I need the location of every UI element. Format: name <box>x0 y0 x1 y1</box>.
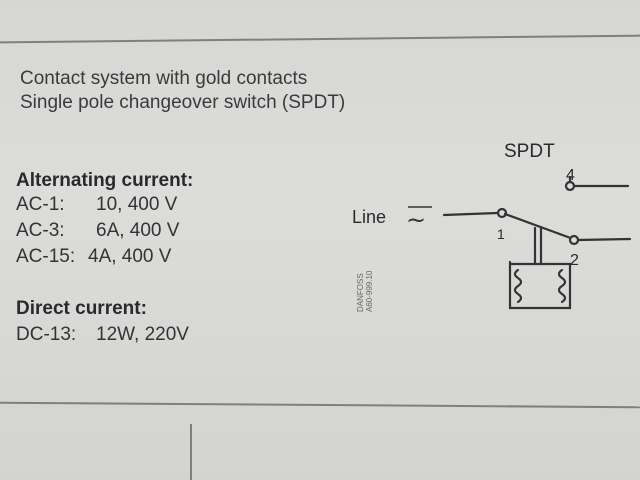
ac-heading: Alternating current: <box>16 170 194 191</box>
ac-row-1: AC-1: 10, 400 V <box>16 194 177 216</box>
ac-row-3: AC-15: 4A, 400 V <box>16 246 171 268</box>
ac-row-2-value: 6A, 400 V <box>96 220 180 241</box>
ac-row-1-label: AC-1: <box>16 194 65 215</box>
terminal-2-node <box>568 234 580 246</box>
ac-row-2-label: AC-3: <box>16 220 65 241</box>
terminal-2-label: 2 <box>570 252 579 269</box>
terminal-1-node <box>496 207 508 219</box>
line-input-wire <box>442 211 499 217</box>
vertical-divider-line <box>190 424 192 480</box>
terminal-2-wire <box>576 237 632 242</box>
ac-row-2: AC-3: 6A, 400 V <box>16 220 179 242</box>
ac-row-3-label: AC-15: <box>16 246 76 267</box>
ac-row-1-value: 10, 400 V <box>96 194 178 215</box>
ac-row-3-value: 4A, 400 V <box>88 246 172 267</box>
terminal-1-label: 1 <box>497 226 505 242</box>
intro-line-2: Single pole changeover switch (SPDT) <box>20 92 346 113</box>
drawing-code-maker: DANFOSS <box>356 273 365 312</box>
drawing-code-part: A60-999.10 <box>365 270 374 312</box>
dc-row-1-value: 12W, 220V <box>96 324 189 345</box>
dc-row-1: DC-13: 12W, 220V <box>16 324 189 346</box>
dc-row-1-label: DC-13: <box>16 324 77 345</box>
ac-symbol-icon: ~ <box>406 206 426 234</box>
left-spring-coil <box>513 268 523 304</box>
line-label: Line <box>352 207 386 227</box>
terminal-4-label: 4 <box>566 167 575 184</box>
coil-frame <box>508 260 572 310</box>
switch-arm <box>503 212 578 242</box>
dc-heading: Direct current: <box>16 298 147 319</box>
intro-line-1: Contact system with gold contacts <box>20 68 308 89</box>
drawing-code: DANFOSS A60-999.10 <box>356 271 374 312</box>
right-spring-coil <box>557 268 567 304</box>
spdt-title: SPDT <box>504 141 555 162</box>
